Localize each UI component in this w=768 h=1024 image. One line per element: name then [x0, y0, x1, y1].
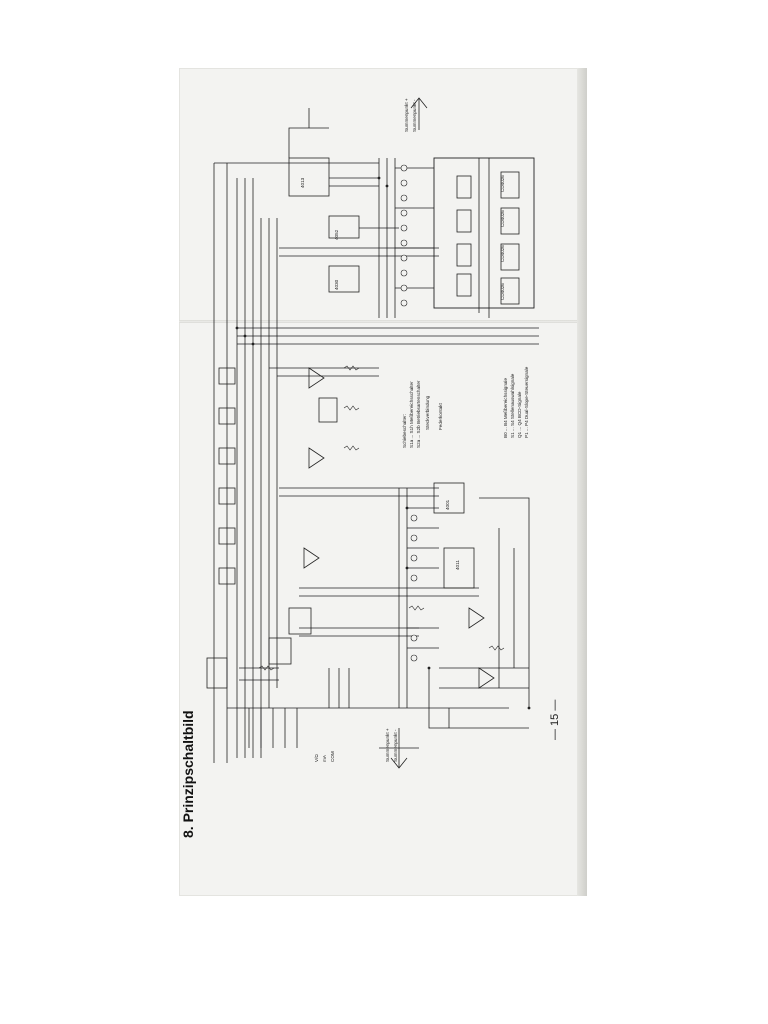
legend-item: B0 ... B4 Meßbereichssignale — [503, 377, 508, 438]
ic-label: CD4026 — [500, 175, 505, 192]
ic-label: CD4026 — [500, 210, 505, 227]
ic-label: CD4026 — [500, 245, 505, 262]
connector-label-bottom: Summenpunkt - — [393, 729, 398, 762]
legend-item: Schiebeschalter: — [402, 414, 407, 448]
page-fold — [179, 320, 585, 323]
ic-label: 4030 — [334, 279, 339, 290]
input-terminal: V/Ω — [314, 754, 319, 762]
input-terminal: mA — [322, 755, 327, 762]
legend-item: P1 ... P4 Dual-Slope-Steuersignale — [524, 366, 529, 438]
input-terminal: COM — [330, 751, 335, 762]
ic-label: 4052 — [334, 229, 339, 240]
connector-label-top: Summenpunkt + — [404, 98, 409, 132]
connector-label-top: Summenpunkt - — [412, 99, 417, 132]
legend-item: S1 ... S4 Stellenauswahlsignale — [510, 373, 515, 438]
legend-item: Steckverbindung — [425, 395, 430, 430]
legend-item: S2a ... S2b Betriebsartenschalter — [416, 380, 421, 448]
ic-label: 4011 — [455, 560, 460, 570]
circuit-schematic — [206, 97, 539, 769]
legend-item: S1a ... S1h Meßbereichsschalter — [409, 381, 414, 448]
ic-label: CD4026 — [500, 283, 505, 300]
connector-label-bottom: Summenpunkt + — [385, 728, 390, 762]
ic-label: 4001 — [445, 499, 450, 510]
page-number: — 15 — — [549, 699, 561, 740]
ic-label: 4013 — [300, 177, 305, 188]
legend-item: Q1 ... Q4 BCD-Signale — [517, 391, 522, 438]
legend-item: Federkontakt — [438, 403, 443, 430]
scanned-page — [179, 68, 585, 896]
page-edge-shadow — [577, 68, 587, 896]
section-title: 8. Prinzipschaltbild — [180, 710, 196, 838]
